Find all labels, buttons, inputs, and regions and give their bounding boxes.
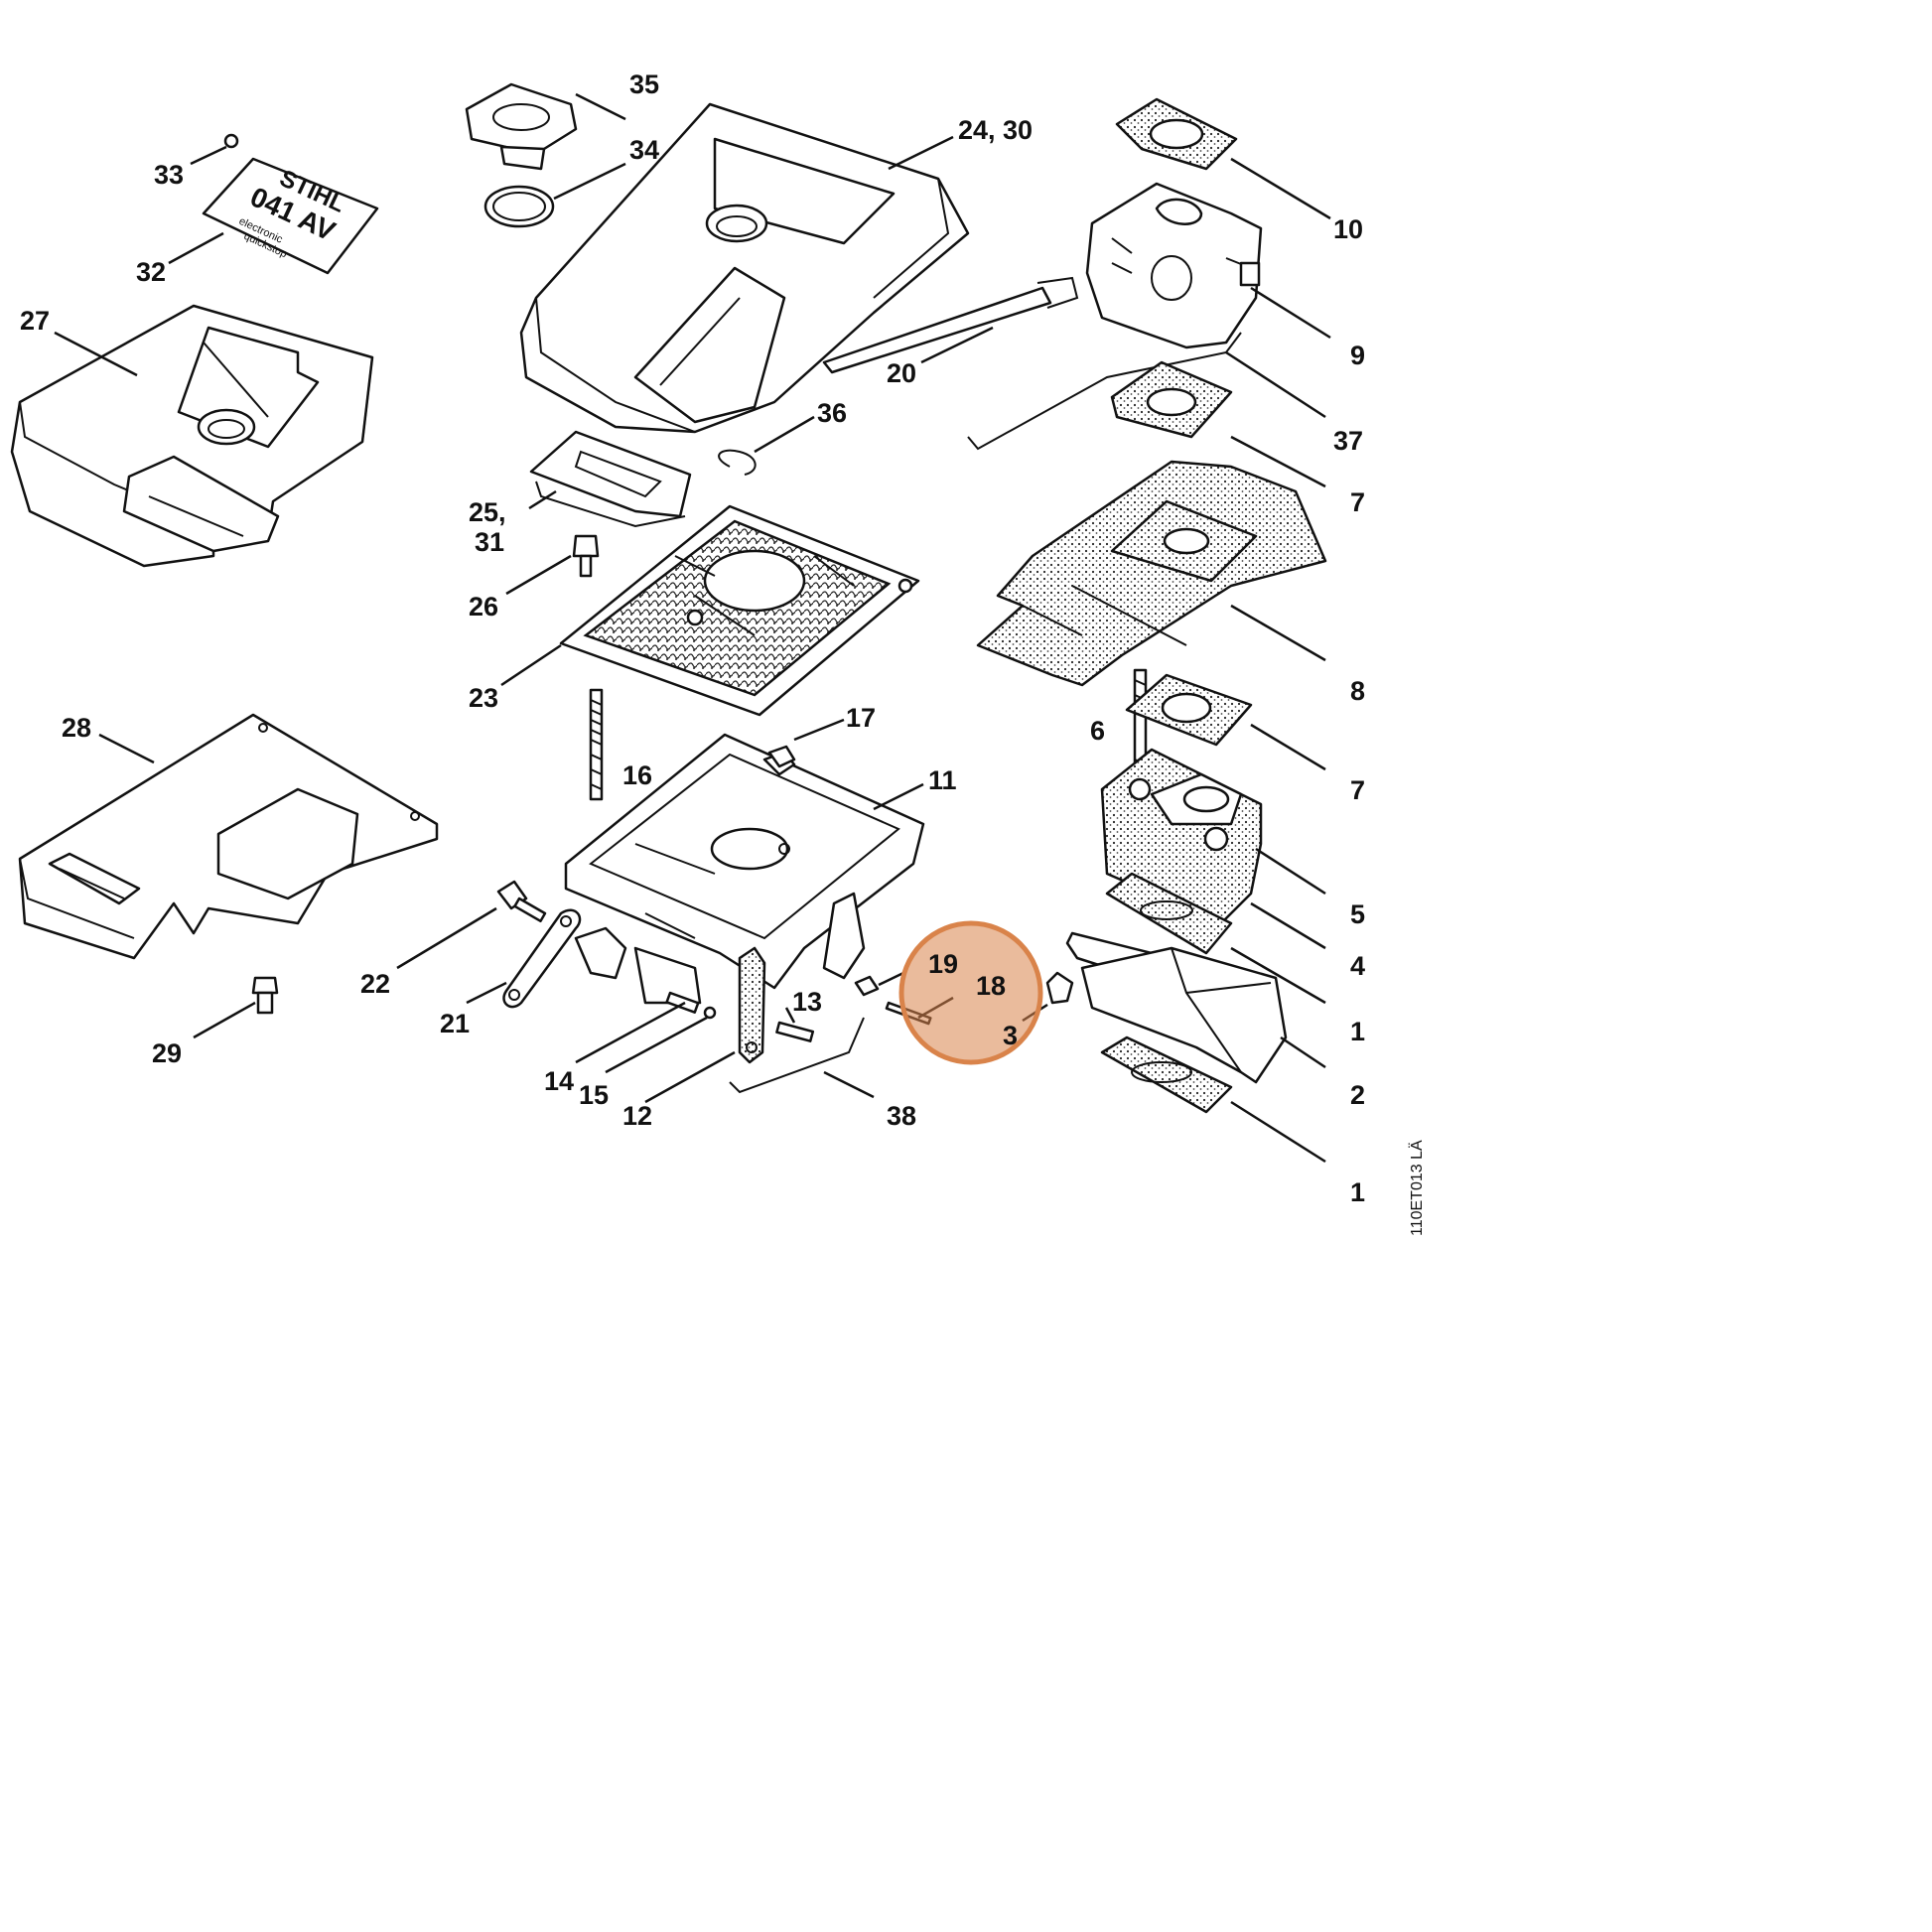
label-18: 18 <box>976 971 1006 1001</box>
part-23-air-filter <box>559 504 920 717</box>
part-19-nut <box>854 975 880 997</box>
part-7-gasket-upper <box>1110 360 1233 439</box>
label-7a: 7 <box>1350 487 1365 517</box>
part-13-screw <box>775 1021 815 1042</box>
part-21-link <box>502 908 582 1009</box>
label-24-30: 24, 30 <box>958 115 1033 145</box>
label-2: 2 <box>1350 1080 1365 1110</box>
part-20-rod <box>822 276 1079 374</box>
label-32: 32 <box>136 257 166 287</box>
callout-labels: 35 34 33 32 27 24, 30 10 9 20 37 7 36 25… <box>20 69 1365 1207</box>
part-36-clip <box>718 449 757 476</box>
label-21: 21 <box>440 1009 470 1038</box>
label-28: 28 <box>62 713 91 743</box>
label-17: 17 <box>846 703 876 733</box>
label-26: 26 <box>469 592 498 621</box>
part-15-washer <box>703 1006 717 1020</box>
label-37: 37 <box>1333 426 1363 456</box>
part-33-plug <box>223 133 239 149</box>
highlight-circle <box>898 920 1043 1065</box>
label-36: 36 <box>817 398 847 428</box>
label-22: 22 <box>360 969 390 999</box>
label-19: 19 <box>928 949 958 979</box>
label-33: 33 <box>154 160 184 190</box>
part-12-throttle-lever <box>738 946 766 1064</box>
drawing-code: 110ET013 LÄ <box>1408 1140 1426 1236</box>
part-14-screw <box>665 991 700 1014</box>
label-7b: 7 <box>1350 775 1365 805</box>
part-32-decal: STIHL 041 AV electronic quickstop <box>202 157 379 275</box>
label-27: 27 <box>20 306 50 336</box>
part-34-o-ring <box>483 185 555 228</box>
label-8: 8 <box>1350 676 1365 706</box>
part-25-31-plate <box>529 430 692 528</box>
part-3-nut <box>1045 971 1074 1005</box>
part-7-gasket-lower <box>1125 673 1253 747</box>
label-23: 23 <box>469 683 498 713</box>
label-12: 12 <box>622 1101 652 1131</box>
label-31: 31 <box>475 527 504 557</box>
part-38-rod <box>729 1017 865 1094</box>
label-5: 5 <box>1350 899 1365 929</box>
part-10-gasket <box>1115 97 1238 171</box>
label-10: 10 <box>1333 214 1363 244</box>
label-20: 20 <box>887 358 916 388</box>
label-14: 14 <box>544 1066 574 1096</box>
label-4: 4 <box>1350 951 1365 981</box>
label-3: 3 <box>1003 1021 1018 1050</box>
part-29-screw <box>251 976 279 1015</box>
part-22-screw <box>496 880 547 923</box>
part-26-screw <box>572 534 600 578</box>
label-35: 35 <box>629 69 659 99</box>
label-38: 38 <box>887 1101 916 1131</box>
part-24-30-top-cover <box>519 102 970 434</box>
part-17-nut <box>767 745 796 768</box>
label-1a: 1 <box>1350 1017 1365 1046</box>
label-29: 29 <box>152 1038 182 1068</box>
part-8-baffle <box>976 460 1327 687</box>
part-28-lower-shroud <box>18 713 439 960</box>
label-6: 6 <box>1090 716 1105 746</box>
label-16: 16 <box>622 760 652 790</box>
label-25: 25, <box>469 497 506 527</box>
label-11: 11 <box>928 765 957 795</box>
label-15: 15 <box>579 1080 609 1110</box>
part-11-carb-box <box>564 733 925 1005</box>
label-13: 13 <box>792 987 822 1017</box>
label-1b: 1 <box>1350 1177 1365 1207</box>
part-37-wire <box>967 332 1242 451</box>
part-9-carburetor <box>1085 182 1263 349</box>
part-35-knob <box>465 82 578 171</box>
part-1-gasket-bottom <box>1100 1035 1233 1114</box>
part-4-gasket <box>1105 872 1233 955</box>
leader-lines <box>54 92 1331 1164</box>
label-34: 34 <box>629 135 659 165</box>
part-27-shroud-cover <box>10 304 374 568</box>
part-2-deflector <box>1080 946 1288 1084</box>
label-9: 9 <box>1350 341 1365 370</box>
